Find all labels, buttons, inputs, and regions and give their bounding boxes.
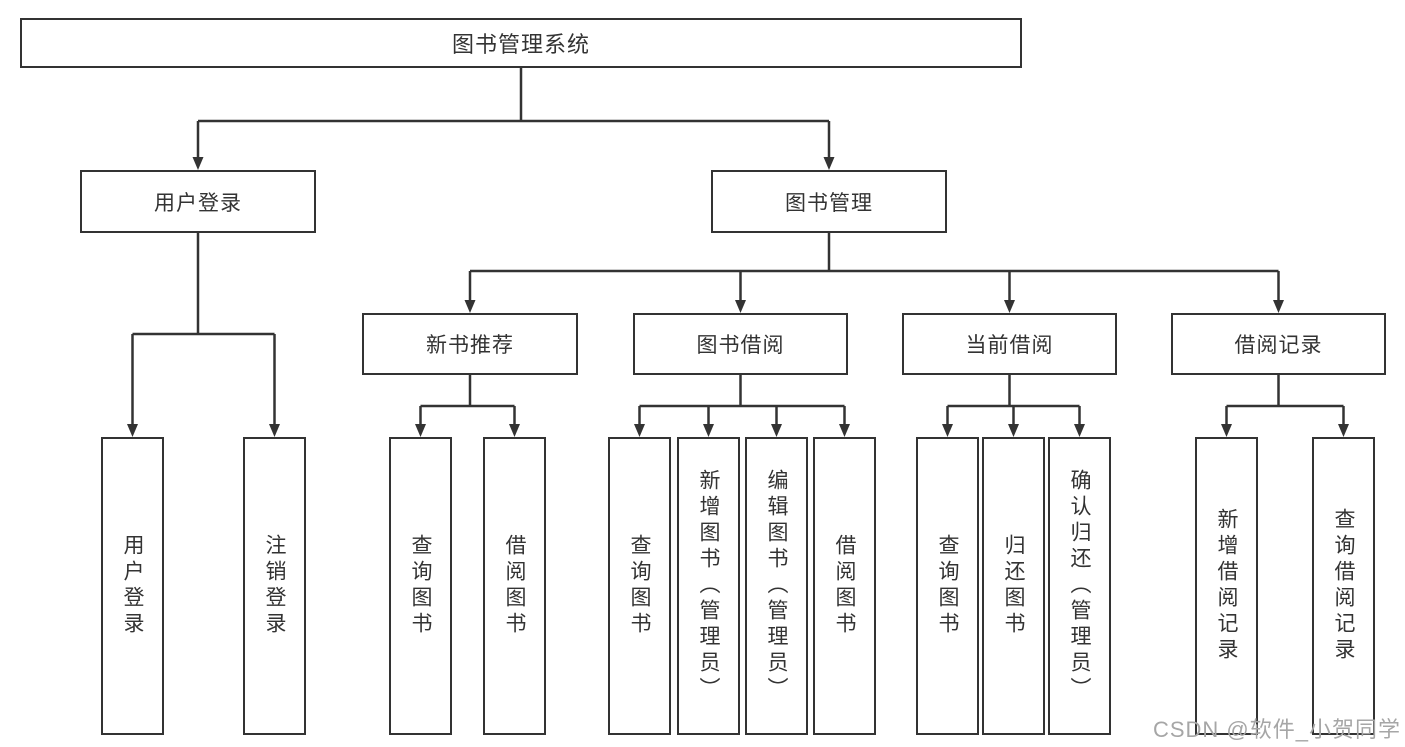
connector-book-management-children [464,233,1284,313]
arrowhead [127,424,138,437]
leaf-query-books-current-label: 查询图书 [936,534,959,638]
node-book-borrow-label: 图书借阅 [696,334,785,357]
arrowhead [1074,424,1085,437]
node-borrow-records: 借阅记录 [1171,313,1386,375]
arrowhead [823,157,835,170]
connector-user-login-children [127,233,280,437]
node-new-book-recommend: 新书推荐 [362,313,578,375]
connector-current-borrow-children [942,375,1085,437]
arrowhead [634,424,645,437]
leaf-logout-label: 注销登录 [263,534,286,638]
node-new-book-recommend-label: 新书推荐 [426,334,514,357]
arrowhead [1008,424,1019,437]
leaf-borrow-books: 借阅图书 [813,437,876,735]
arrowhead [1338,424,1349,437]
connector-new-book-recommend-children [415,375,520,437]
arrowhead [464,300,476,313]
connector-book-borrow-children [634,375,850,437]
leaf-user-login: 用户登录 [101,437,164,735]
leaf-query-books-current: 查询图书 [916,437,979,735]
node-current-borrow-label: 当前借阅 [965,334,1054,357]
leaf-query-books-recommend: 查询图书 [389,437,452,735]
arrowhead [771,424,782,437]
leaf-edit-books-admin: 编辑图书（管理员） [745,437,808,735]
node-root: 图书管理系统 [20,18,1022,68]
leaf-add-books-admin: 新增图书（管理员） [677,437,740,735]
csdn-watermark: CSDN @软件_小贺同学 [1152,717,1401,742]
connector-root-to-level2 [192,68,835,170]
arrowhead [942,424,953,437]
leaf-query-borrow-record: 查询借阅记录 [1312,437,1375,735]
leaf-add-borrow-record-label: 新增借阅记录 [1215,508,1238,664]
node-book-management: 图书管理 [711,170,947,233]
arrowhead [269,424,280,437]
node-root-label: 图书管理系统 [451,32,590,57]
leaf-query-borrow-record-label: 查询借阅记录 [1332,508,1355,664]
leaf-confirm-return-admin: 确认归还（管理员） [1048,437,1111,735]
leaf-logout: 注销登录 [243,437,306,735]
leaf-query-books-borrow: 查询图书 [608,437,671,735]
node-user-login-label: 用户登录 [154,191,242,215]
node-current-borrow: 当前借阅 [902,313,1117,375]
leaf-query-books-recommend-label: 查询图书 [409,534,432,638]
node-borrow-records-label: 借阅记录 [1234,334,1323,357]
leaf-return-books: 归还图书 [982,437,1045,735]
leaf-add-books-admin-label: 新增图书（管理员） [697,469,720,703]
leaf-borrow-books-recommend: 借阅图书 [483,437,546,735]
arrowhead [1004,300,1015,313]
leaf-return-books-label: 归还图书 [1002,534,1025,638]
leaf-user-login-label: 用户登录 [121,534,144,638]
arrowhead [703,424,714,437]
node-user-login: 用户登录 [80,170,316,233]
leaf-borrow-books-recommend-label: 借阅图书 [503,534,526,638]
arrowhead [415,424,426,437]
arrowhead [735,300,746,313]
arrowhead [509,424,520,437]
leaf-edit-books-admin-label: 编辑图书（管理员） [765,469,788,703]
node-book-borrow: 图书借阅 [633,313,848,375]
arrowhead [1273,300,1284,313]
arrowhead [192,157,204,170]
leaf-query-books-borrow-label: 查询图书 [628,534,651,638]
arrowhead [839,424,850,437]
leaf-confirm-return-admin-label: 确认归还（管理员） [1068,469,1091,703]
leaf-borrow-books-label: 借阅图书 [833,534,856,638]
node-book-management-label: 图书管理 [785,191,873,215]
arrowhead [1221,424,1232,437]
connector-borrow-records-children [1221,375,1349,437]
leaf-add-borrow-record: 新增借阅记录 [1195,437,1258,735]
